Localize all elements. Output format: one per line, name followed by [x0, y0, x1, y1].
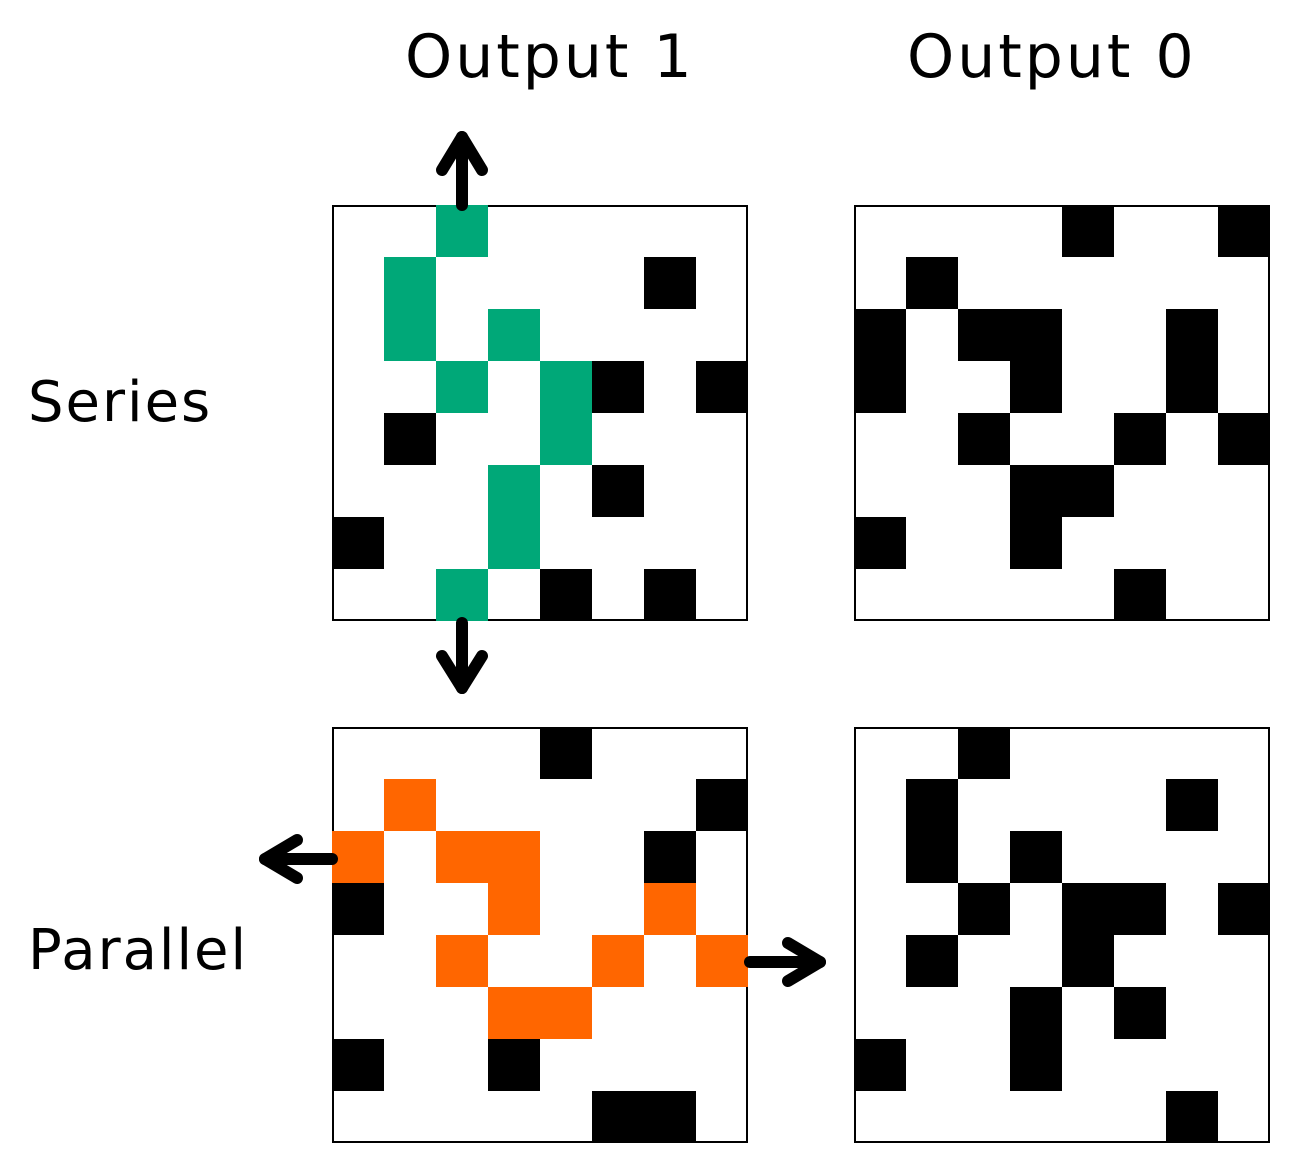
blocked-cell: [1114, 987, 1166, 1039]
blocked-cell: [1010, 465, 1062, 517]
series-top-arrow: [436, 131, 488, 211]
blocked-cell: [644, 569, 696, 621]
column-label-output-0: Output 0: [907, 22, 1197, 92]
blocked-cell: [854, 1039, 906, 1091]
series-path-cell: [384, 309, 436, 361]
blocked-cell: [1010, 309, 1062, 361]
blocked-cell: [1062, 883, 1114, 935]
series-path-cell: [488, 517, 540, 569]
parallel-path-cell: [488, 831, 540, 883]
blocked-cell: [1218, 883, 1270, 935]
series-path-cell: [436, 205, 488, 257]
blocked-cell: [592, 465, 644, 517]
blocked-cell: [1010, 987, 1062, 1039]
blocked-cell: [906, 831, 958, 883]
blocked-cell: [1010, 361, 1062, 413]
blocked-cell: [696, 779, 748, 831]
row-label-parallel: Parallel: [28, 918, 249, 983]
blocked-cell: [906, 935, 958, 987]
blocked-cell: [1218, 205, 1270, 257]
blocked-cell: [854, 517, 906, 569]
series-bottom-arrow: [436, 617, 488, 694]
grid-parallel-output-0: [854, 727, 1270, 1143]
blocked-cell: [332, 1039, 384, 1091]
series-path-cell: [384, 257, 436, 309]
blocked-cell: [1114, 883, 1166, 935]
series-path-cell: [436, 361, 488, 413]
grid-parallel-output-1: [332, 727, 748, 1143]
row-label-series: Series: [28, 370, 213, 435]
blocked-cell: [1166, 309, 1218, 361]
blocked-cell: [1062, 205, 1114, 257]
blocked-cell: [1062, 935, 1114, 987]
series-path-cell: [488, 465, 540, 517]
parallel-path-cell: [332, 831, 384, 883]
series-path-cell: [488, 309, 540, 361]
parallel-path-cell: [488, 987, 540, 1039]
blocked-cell: [958, 309, 1010, 361]
parallel-path-cell: [540, 987, 592, 1039]
blocked-cell: [906, 779, 958, 831]
parallel-right-arrow: [744, 937, 826, 987]
blocked-cell: [854, 361, 906, 413]
blocked-cell: [384, 413, 436, 465]
series-path-cell: [436, 569, 488, 621]
blocked-cell: [644, 257, 696, 309]
blocked-cell: [332, 883, 384, 935]
series-path-cell: [540, 361, 592, 413]
blocked-cell: [540, 569, 592, 621]
grid-series-output-0: [854, 205, 1270, 621]
blocked-cell: [958, 883, 1010, 935]
column-label-output-1: Output 1: [405, 22, 695, 92]
blocked-cell: [958, 727, 1010, 779]
parallel-path-cell: [696, 935, 748, 987]
blocked-cell: [1062, 465, 1114, 517]
blocked-cell: [958, 413, 1010, 465]
blocked-cell: [592, 1091, 644, 1143]
blocked-cell: [592, 361, 644, 413]
blocked-cell: [1166, 361, 1218, 413]
blocked-cell: [1114, 413, 1166, 465]
parallel-path-cell: [436, 831, 488, 883]
blocked-cell: [906, 257, 958, 309]
parallel-path-cell: [488, 883, 540, 935]
blocked-cell: [1166, 1091, 1218, 1143]
blocked-cell: [696, 361, 748, 413]
blocked-cell: [1010, 1039, 1062, 1091]
parallel-path-cell: [644, 883, 696, 935]
blocked-cell: [540, 727, 592, 779]
blocked-cell: [854, 309, 906, 361]
blocked-cell: [1114, 569, 1166, 621]
blocked-cell: [1010, 517, 1062, 569]
parallel-path-cell: [436, 935, 488, 987]
blocked-cell: [332, 517, 384, 569]
blocked-cell: [1010, 831, 1062, 883]
parallel-path-cell: [592, 935, 644, 987]
blocked-cell: [644, 1091, 696, 1143]
parallel-path-cell: [384, 779, 436, 831]
series-path-cell: [540, 413, 592, 465]
grid-series-output-1: [332, 205, 748, 621]
blocked-cell: [1166, 779, 1218, 831]
parallel-left-arrow: [259, 834, 338, 884]
blocked-cell: [644, 831, 696, 883]
blocked-cell: [1218, 413, 1270, 465]
blocked-cell: [488, 1039, 540, 1091]
